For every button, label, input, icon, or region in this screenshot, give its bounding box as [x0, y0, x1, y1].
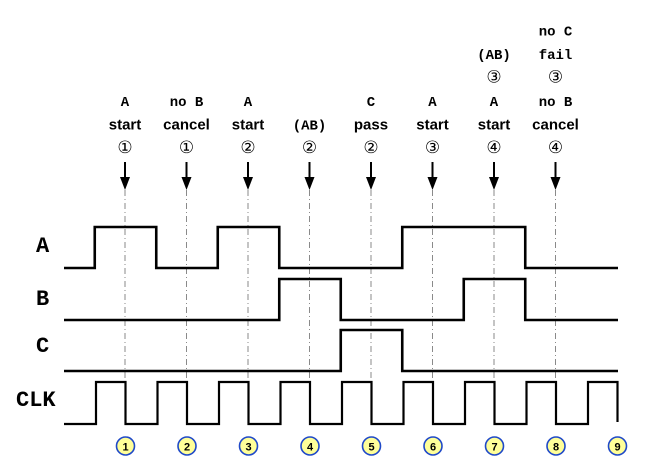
annotation-1-line-1: A	[121, 95, 130, 111]
waveform-c	[64, 328, 618, 373]
cycle-number: 5	[368, 442, 374, 454]
cycle-marker-9: 9	[607, 436, 628, 456]
annotation-3-line-1: A	[244, 95, 253, 111]
annotation-7-line-5: ④	[486, 138, 501, 158]
annotation-1-line-3: ①	[117, 138, 132, 158]
annotation-4-line-2: ②	[302, 138, 317, 158]
annotation-8-line-2: fail	[539, 48, 573, 64]
annotation-7-line-3: A	[490, 95, 499, 111]
cycle-marker-4: 4	[300, 436, 320, 456]
cycle-marker-2: 2	[177, 436, 197, 456]
annotation-6-line-2: start	[416, 117, 449, 134]
down-arrow-icon	[181, 162, 192, 190]
down-arrow-icon	[120, 162, 130, 190]
annotation-2-line-1: no B	[170, 95, 204, 111]
waveform-b	[64, 277, 618, 322]
waveforms	[64, 225, 619, 426]
cycle-number: 9	[614, 442, 620, 454]
annotation-5-line-1: C	[367, 95, 376, 111]
annotation-5-line-2: pass	[354, 117, 388, 134]
cycle-marker-5: 5	[361, 436, 382, 456]
annotation-8-line-4: no B	[539, 95, 573, 111]
cycle-marker-6: 6	[423, 436, 443, 456]
down-arrow-icon	[427, 162, 438, 190]
signal-label-a: A	[36, 234, 50, 259]
cycle-number: 3	[245, 442, 251, 454]
annotation-3-line-3: ②	[240, 138, 255, 158]
annotation-1-line-2: start	[109, 117, 142, 134]
event-arrows	[120, 162, 561, 190]
annotation-2-line-2: cancel	[163, 117, 210, 134]
cycle-marker-8: 8	[546, 436, 566, 456]
down-arrow-icon	[550, 162, 561, 190]
signal-label-b: B	[36, 287, 49, 312]
signal-label-clk: CLK	[16, 388, 56, 413]
annotation-8-line-5: cancel	[532, 117, 579, 134]
signal-label-c: C	[36, 334, 49, 359]
annotation-5-line-3: ②	[363, 138, 378, 158]
waveform-a	[64, 225, 618, 270]
annotation-8-line-3: ③	[548, 68, 563, 88]
annotation-8-line-1: no C	[539, 25, 573, 41]
cycle-guide-lines	[124, 190, 556, 424]
cycle-marker-7: 7	[484, 436, 505, 456]
cycle-number: 2	[184, 442, 190, 454]
signal-labels: A BC CLK	[16, 234, 56, 413]
annotation-6-line-3: ③	[425, 138, 440, 158]
down-arrow-icon	[489, 162, 499, 190]
cycle-marker-1: 1	[115, 436, 136, 456]
down-arrow-icon	[304, 162, 315, 190]
cycle-markers: 1 2 3 4 5 6 7 8 9	[115, 436, 628, 456]
cycle-number: 7	[491, 442, 497, 454]
down-arrow-icon	[366, 162, 376, 190]
annotation-4-line-1: (AB)	[293, 119, 327, 135]
cycle-number: 1	[122, 442, 128, 454]
cycle-number: 6	[430, 442, 436, 454]
annotation-8-line-6: ④	[548, 138, 563, 158]
waveform-clk	[64, 380, 619, 426]
cycle-number: 4	[307, 442, 314, 454]
down-arrow-icon	[243, 162, 253, 190]
cycle-number: 8	[553, 442, 559, 454]
cycle-marker-3: 3	[238, 436, 259, 456]
annotation-7-line-4: start	[478, 117, 511, 134]
annotation-3-line-2: start	[232, 117, 265, 134]
annotation-7-line-1: (AB)	[477, 48, 511, 64]
annotation-7-line-2: ③	[486, 68, 501, 88]
annotation-2-line-3: ①	[179, 138, 194, 158]
annotation-6-line-1: A	[428, 95, 437, 111]
